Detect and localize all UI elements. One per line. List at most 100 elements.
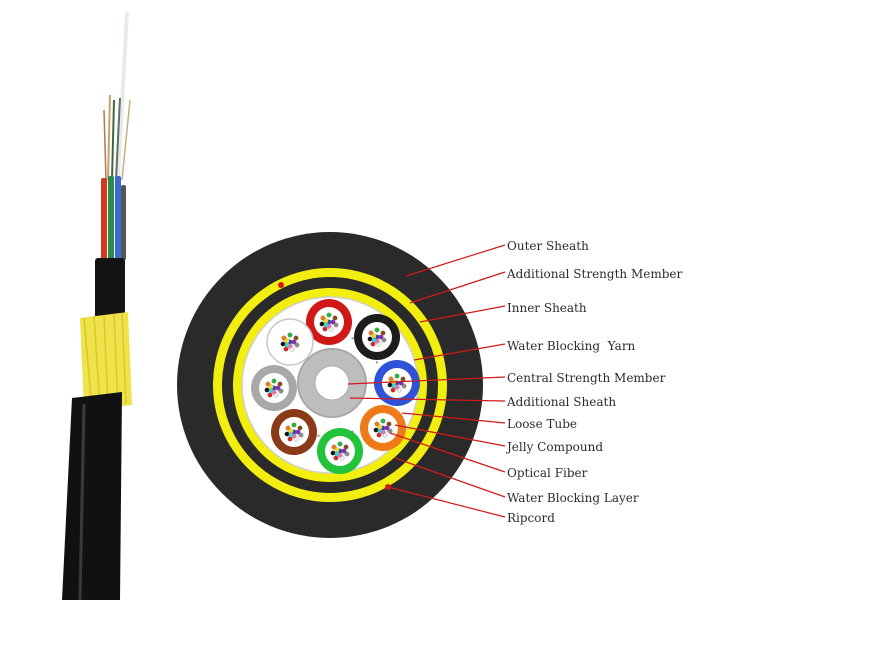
optical-fiber xyxy=(370,341,376,347)
cable-side-view xyxy=(62,11,132,601)
leader-line xyxy=(401,412,506,424)
label-loose-tube: Loose Tube xyxy=(507,417,577,431)
optical-fiber xyxy=(287,436,293,442)
optical-fiber xyxy=(337,441,343,447)
optical-fiber xyxy=(267,392,273,398)
central-strength-member-core xyxy=(314,365,350,401)
loose-tube xyxy=(271,409,317,455)
optical-fiber xyxy=(280,341,286,347)
optical-fiber xyxy=(377,428,383,434)
optical-fiber xyxy=(293,335,299,341)
optical-fiber xyxy=(287,332,293,338)
leader-line xyxy=(394,457,506,498)
optical-fiber xyxy=(275,385,281,391)
optical-fiber xyxy=(322,326,328,332)
leader-line xyxy=(405,244,506,277)
optical-fiber xyxy=(371,337,377,343)
optical-fiber xyxy=(388,376,394,382)
leader-line xyxy=(387,486,506,518)
loose-tube xyxy=(266,318,314,366)
optical-fiber xyxy=(367,336,373,342)
optical-fiber xyxy=(330,319,336,325)
optical-fiber xyxy=(401,383,407,389)
leader-lines xyxy=(347,244,506,518)
optical-fiber xyxy=(271,378,277,384)
loose-tube xyxy=(360,405,406,451)
ripcord-dot-top xyxy=(278,282,284,288)
optical-fiber xyxy=(332,315,338,321)
label-inner-sheath: Inner Sheath xyxy=(507,301,587,315)
loose-tube xyxy=(374,360,420,406)
optical-fiber xyxy=(265,381,271,387)
optical-fiber xyxy=(373,427,379,433)
optical-fiber xyxy=(284,431,290,437)
loose-tube xyxy=(317,428,363,474)
optical-fiber xyxy=(386,421,392,427)
yarn-dot xyxy=(351,336,354,340)
optical-fiber xyxy=(281,335,287,341)
optical-fiber xyxy=(376,432,382,438)
optical-fiber xyxy=(381,337,387,343)
yarn-dot xyxy=(317,434,320,437)
loose-tube xyxy=(354,314,400,360)
optical-fiber xyxy=(294,342,300,348)
optical-fiber xyxy=(380,418,386,424)
optical-fiber xyxy=(285,425,291,431)
optical-fiber xyxy=(298,432,304,438)
label-water-blocking-yarn: Water Blocking Yarn xyxy=(507,339,636,353)
optical-fiber xyxy=(288,432,294,438)
optical-fiber xyxy=(268,388,274,394)
optical-fiber xyxy=(331,444,337,450)
optical-fiber xyxy=(341,448,347,454)
optical-fiber xyxy=(278,388,284,394)
labels: Outer Sheath Additional Strength Member … xyxy=(505,239,682,525)
optical-fiber xyxy=(291,339,297,345)
optical-fiber xyxy=(284,342,290,348)
optical-fiber xyxy=(295,429,301,435)
leader-line xyxy=(347,376,506,385)
optical-fiber xyxy=(378,334,384,340)
optical-fiber xyxy=(343,444,349,450)
leader-line xyxy=(413,343,506,361)
optical-fiber xyxy=(264,387,270,393)
label-water-blocking-layer: Water Blocking Layer xyxy=(507,491,639,505)
optical-fiber xyxy=(394,373,400,379)
optical-fiber xyxy=(283,346,289,352)
leader-line xyxy=(409,271,506,304)
leader-line xyxy=(389,432,506,473)
optical-fiber xyxy=(334,451,340,457)
optical-fiber xyxy=(374,421,380,427)
optical-fiber xyxy=(344,451,350,457)
optical-fiber xyxy=(333,322,339,328)
leader-line xyxy=(419,305,506,323)
optical-fiber xyxy=(319,321,325,327)
optical-fiber xyxy=(297,425,303,431)
leader-line xyxy=(349,397,506,402)
optical-fiber xyxy=(323,322,329,328)
optical-fiber xyxy=(320,315,326,321)
label-central-strength-member: Central Strength Member xyxy=(507,371,666,385)
optical-fiber xyxy=(330,450,336,456)
optical-fiber xyxy=(277,381,283,387)
loose-tubes xyxy=(251,299,420,474)
optical-fiber xyxy=(390,387,396,393)
loose-tube xyxy=(251,365,297,411)
label-additional-sheath: Additional Sheath xyxy=(506,395,616,409)
label-additional-strength-member: Additional Strength Member xyxy=(506,267,682,281)
optical-fiber xyxy=(368,330,374,336)
label-optical-fiber: Optical Fiber xyxy=(507,466,588,480)
optical-fiber xyxy=(391,383,397,389)
optical-fiber xyxy=(384,425,390,431)
optical-fiber xyxy=(387,382,393,388)
optical-fiber xyxy=(326,312,332,318)
label-outer-sheath: Outer Sheath xyxy=(507,239,589,253)
optical-fiber xyxy=(291,422,297,428)
loose-tube xyxy=(306,299,352,345)
optical-fiber xyxy=(333,455,339,461)
cable-cross-section xyxy=(177,232,483,538)
label-jelly-compound: Jelly Compound xyxy=(505,440,603,454)
optical-fiber xyxy=(380,330,386,336)
yarn-dot xyxy=(375,361,379,364)
label-ripcord: Ripcord xyxy=(507,511,555,525)
